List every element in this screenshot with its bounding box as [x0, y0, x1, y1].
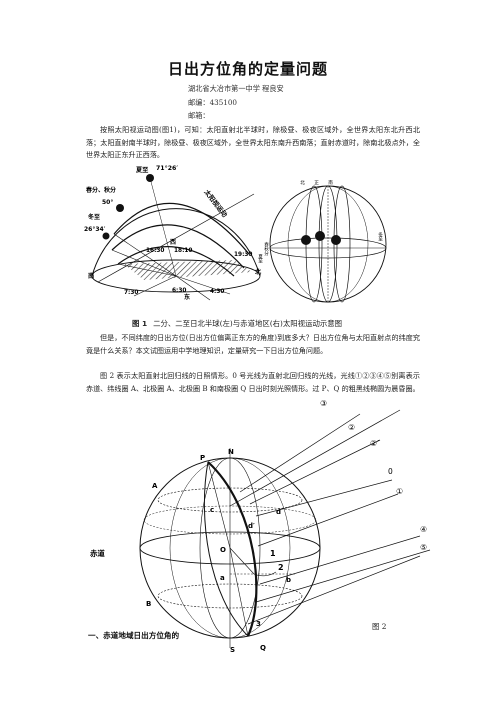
f1-winter: 冬至 — [88, 213, 100, 221]
pt-B: B — [146, 600, 151, 608]
pt-b: b — [286, 576, 291, 584]
f1-summer: 夏至 — [135, 166, 148, 174]
f1-t1630: 16:30 — [146, 248, 164, 254]
pt-A: A — [152, 482, 158, 490]
ray-4: ④ — [420, 525, 427, 534]
section-1-heading: 一、赤道地域日出方位角的 — [88, 631, 180, 640]
page-title: 日出方位角的定量问题 — [167, 60, 328, 78]
ray-1: ① — [396, 487, 403, 496]
author-line: 湖北省大冶市第一中学 程良安 — [188, 84, 284, 93]
f1-west: 西 — [170, 238, 176, 246]
f1r-top1: 北 — [300, 179, 305, 186]
email-line: 邮箱： — [188, 111, 210, 120]
pt-dprime: d′ — [248, 522, 255, 530]
postcode-line: 邮编：435100 — [188, 98, 238, 107]
figure1-caption-text: 二分、二至日北半球(左)与赤道地区(右)太阳视运动示意图 — [153, 319, 343, 328]
ray-2prime: ②′ — [370, 439, 379, 448]
f1r-left1: 夏至 — [258, 254, 263, 264]
f1-t630: 6:30 — [172, 288, 186, 294]
f1-north: 北 — [255, 268, 262, 276]
pt-P: P — [200, 454, 205, 462]
figure2-diagram: ③ ② ②′ 0 ① ④ ⑤ P N A B O S Q a b c d d′ … — [90, 399, 431, 652]
paragraph-2: 但是，不同纬度的日出方位(日出方位偏离正东方的角度)到底多大？日出方位角与太阳直… — [86, 333, 420, 355]
f1-angle-top: 71°26′ — [156, 164, 178, 172]
f1r-left3: 冬至 — [378, 231, 383, 242]
figure2-label: 图 2 — [372, 622, 387, 631]
f1-t1810: 18:10 — [174, 248, 192, 254]
pt-a: a — [220, 574, 225, 582]
f1r-top2: 正 — [314, 180, 319, 185]
f1r-top3: 南 — [328, 179, 333, 185]
paragraph-3: 图 2 表示太阳直射北回归线的日照情形。0 号光线为直射北回归线的光线，光线①②… — [86, 371, 420, 393]
figure1-caption-num: 图 1 — [132, 319, 148, 328]
pt-c: c — [210, 506, 214, 514]
pt-d: d — [276, 508, 281, 516]
equator-label: 赤道 — [90, 549, 105, 558]
ray-5: ⑤ — [420, 543, 427, 552]
f1-south: 南 — [88, 272, 94, 280]
figure1-caption: 图 1 二分、二至日北半球(左)与赤道地区(右)太阳视运动示意图 — [132, 318, 342, 329]
intro-paragraph: 按照太阳视运动图(图1)，可知：太阳直射北半球时，除极昼、极夜区域外，全世界太阳… — [86, 125, 420, 159]
f1-t1930: 19:30 — [234, 252, 252, 258]
f1-angle-low: 26°34′ — [84, 226, 106, 233]
figure1-left-diagram: 夏至 71°26′ 春分、秋分 50° 冬至 26°34′ 南 北 太阳视运动 … — [84, 164, 262, 301]
f1r-left2: 春秋分 — [264, 241, 269, 257]
ray-2: ② — [348, 423, 355, 432]
ray-3: ③ — [320, 399, 327, 408]
f1-t730: 7:30 — [124, 290, 138, 296]
f1-lat50: 50° — [102, 199, 113, 206]
pt-O: O — [220, 546, 226, 554]
angle-2: 2 — [278, 563, 284, 572]
f1-t430: 4:30 — [210, 289, 224, 295]
figure1-right-diagram: 夏至 春秋分 冬至 北 正 南 — [258, 179, 387, 303]
pt-N: N — [228, 448, 234, 456]
ray-0: 0 — [388, 467, 393, 476]
f1-equinox: 春分、秋分 — [85, 186, 116, 194]
pt-S: S — [230, 646, 235, 652]
angle-1: 1 — [270, 549, 276, 558]
f1-east: 东 — [184, 293, 190, 301]
angle-3: 3 — [256, 620, 261, 628]
pt-Q: Q — [260, 644, 266, 652]
